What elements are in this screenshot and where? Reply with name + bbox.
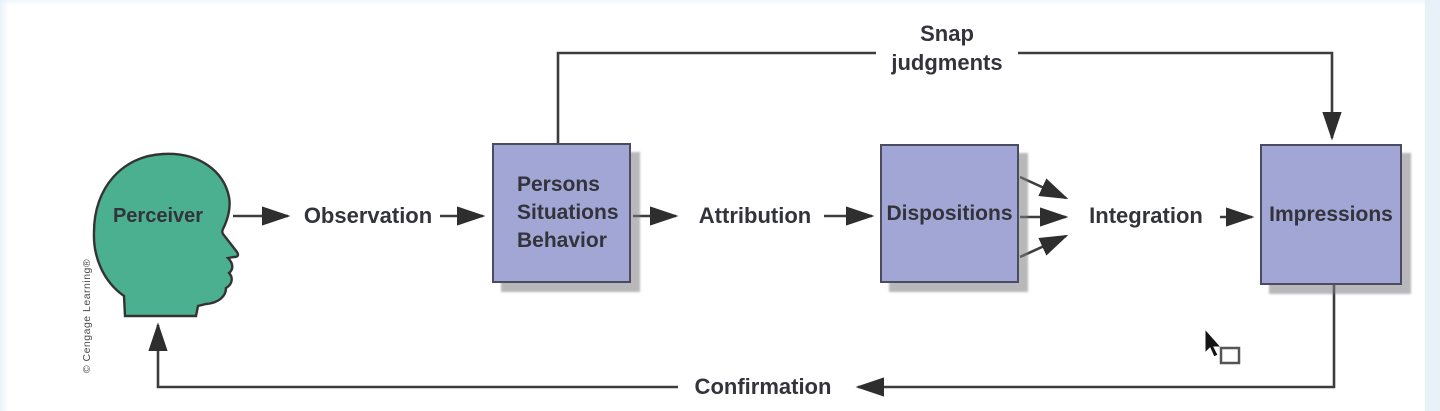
line-snap-judgments-right — [1018, 51, 1342, 141]
connector-lines — [148, 51, 1342, 397]
line-confirmation-right — [855, 285, 1336, 397]
line-snap-judgments-left — [556, 51, 876, 143]
label-snap-line1: Snap — [920, 21, 974, 46]
page-edge-left — [0, 0, 9, 411]
box-line: Situations — [517, 201, 619, 224]
copyright-text: © Cengage Learning® — [81, 258, 93, 374]
label-attribution: Attribution — [698, 203, 812, 228]
label-confirmation: Confirmation — [694, 374, 832, 399]
mouse-cursor-icon[interactable] — [1204, 327, 1223, 358]
box-line: Behavior — [517, 229, 607, 252]
label-perceiver: Perceiver — [112, 205, 204, 227]
line-confirmation-left — [148, 322, 678, 389]
flow-box-impressions: Impressions — [1260, 144, 1402, 285]
flow-box-persons-situations-behavior: Persons Situations Behavior — [492, 143, 631, 283]
box-line: Dispositions — [886, 201, 1013, 225]
page-edge-top — [0, 0, 1440, 5]
label-observation: Observation — [303, 203, 433, 228]
perceiver-head-silhouette — [92, 152, 240, 318]
label-integration: Integration — [1089, 203, 1203, 228]
selection-rect-icon[interactable] — [1219, 346, 1241, 365]
page-edge-right — [1425, 0, 1440, 411]
label-snap-judgments: Snap judgments — [891, 19, 1002, 77]
flow-box-dispositions: Dispositions — [880, 144, 1019, 283]
box-line: Persons — [517, 173, 600, 196]
arrow-dispositions-to-integration-top — [1019, 175, 1069, 200]
arrow-dispositions-to-integration-bottom — [1019, 234, 1069, 259]
box-line: Impressions — [1269, 202, 1393, 226]
label-snap-line2: judgments — [891, 50, 1003, 75]
